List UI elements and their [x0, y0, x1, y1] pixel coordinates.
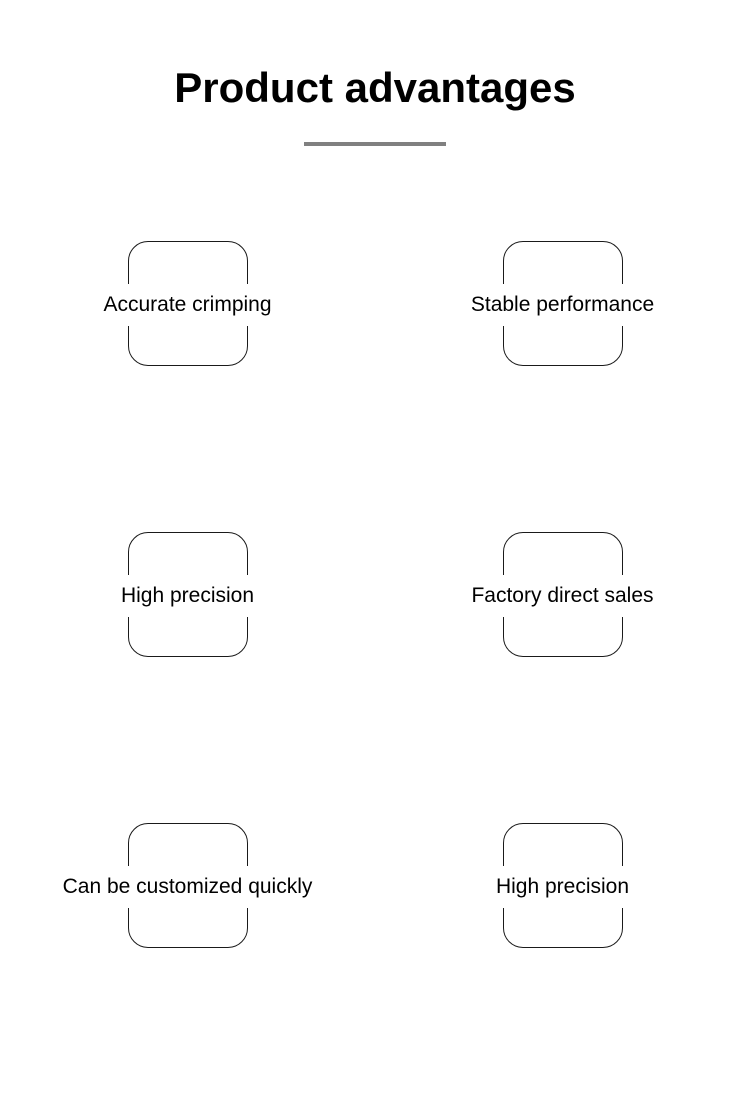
feature-card-factory-direct-sales[interactable]: Factory direct sales	[375, 532, 750, 660]
feature-card-can-be-customized-quickly[interactable]: Can be customized quickly	[0, 823, 375, 951]
feature-row: Accurate crimping Stable performance	[0, 241, 750, 532]
feature-label: Stable performance	[375, 284, 750, 326]
feature-label: Factory direct sales	[375, 575, 750, 617]
feature-card-accurate-crimping[interactable]: Accurate crimping	[0, 241, 375, 369]
page-title: Product advantages	[174, 64, 576, 111]
feature-label: Can be customized quickly	[0, 866, 375, 908]
feature-card-high-precision[interactable]: High precision	[0, 532, 375, 660]
feature-card-high-precision-2[interactable]: High precision	[375, 823, 750, 951]
feature-row: Can be customized quickly High precision	[0, 823, 750, 951]
feature-row: High precision Factory direct sales	[0, 532, 750, 823]
feature-label: High precision	[0, 575, 375, 617]
feature-label: High precision	[375, 866, 750, 908]
title-divider	[304, 142, 446, 146]
feature-card-stable-performance[interactable]: Stable performance	[375, 241, 750, 369]
feature-label: Accurate crimping	[0, 284, 375, 326]
feature-grid: Accurate crimping Stable performance Hig…	[0, 241, 750, 951]
